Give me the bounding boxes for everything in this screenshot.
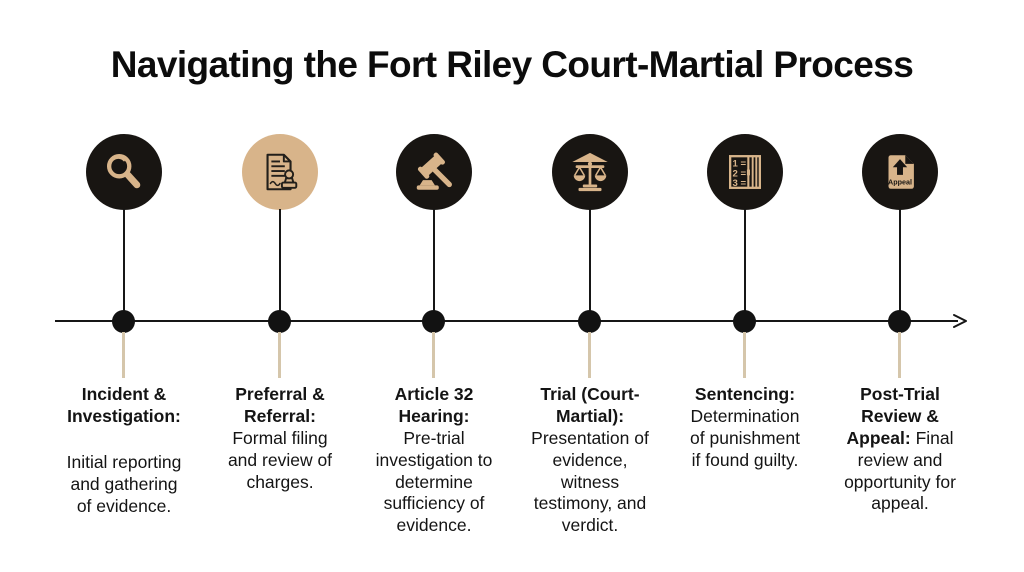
- stage-3-connector-bottom: [432, 332, 435, 378]
- stage-4-title: Trial (Court-Martial):: [540, 384, 640, 426]
- appeal-label: Appeal: [888, 178, 912, 186]
- stage-4-connector-bottom: [588, 332, 591, 378]
- stage-2-title: Preferral & Referral:: [235, 384, 325, 426]
- stage-2-text: Preferral & Referral: Formal filing and …: [221, 384, 339, 493]
- magnifying-glass-icon: [101, 149, 147, 195]
- stage-3-icon-circle: [396, 134, 472, 210]
- sentencing-number-1: 1 =: [733, 159, 747, 170]
- stage-2-timeline-dot: [268, 310, 291, 333]
- stage-3-text: Article 32 Hearing: Pre-trial investigat…: [368, 384, 500, 537]
- stage-5-text: Sentencing: Determination of punishment …: [688, 384, 802, 472]
- stage-4-icon-circle: [552, 134, 628, 210]
- stage-2-icon-circle: [242, 134, 318, 210]
- sentencing-number-2: 2 =: [733, 168, 747, 179]
- stage-3-title: Article 32 Hearing:: [394, 384, 474, 426]
- stage-5-title: Sentencing:: [694, 384, 796, 404]
- stage-5-connector-bottom: [743, 332, 746, 378]
- stage-2-connector-bottom: [278, 332, 281, 378]
- stage-6-connector-bottom: [898, 332, 901, 378]
- stage-2-connector-top: [279, 209, 281, 321]
- stage-2-body: Formal filing and review of charges.: [227, 427, 333, 492]
- stage-1-connector-top: [123, 209, 125, 321]
- stage-6-icon-circle: Appeal: [862, 134, 938, 210]
- stage-3-body: Pre-trial investigation to determine suf…: [375, 427, 493, 536]
- stage-5-timeline-dot: [733, 310, 756, 333]
- stage-4-text: Trial (Court-Martial): Presentation of e…: [529, 384, 651, 537]
- stage-1-title: Incident & Investigation:: [67, 384, 181, 426]
- timeline-arrowhead-icon: [950, 312, 970, 330]
- stage-1-icon-circle: [86, 134, 162, 210]
- sentence-list-jail-icon: 1 = 2 = 3 =: [722, 149, 768, 195]
- stage-1-body: Initial reporting and gathering of evide…: [66, 451, 182, 516]
- stage-3-timeline-dot: [422, 310, 445, 333]
- page-title: Navigating the Fort Riley Court-Martial …: [110, 44, 914, 85]
- stage-5-connector-top: [744, 209, 746, 321]
- stage-4-body: Presentation of evidence, witness testim…: [531, 427, 649, 536]
- stage-5-icon-circle: 1 = 2 = 3 =: [707, 134, 783, 210]
- stage-6-title: Post-Trial Review & Appeal:: [846, 384, 940, 448]
- stage-4-timeline-dot: [578, 310, 601, 333]
- stage-1-timeline-dot: [112, 310, 135, 333]
- stage-1-text: Incident & Investigation: Initial report…: [66, 384, 182, 517]
- stage-3-connector-top: [433, 209, 435, 321]
- stage-6-connector-top: [899, 209, 901, 321]
- stage-5-body: Determination of punishment if found gui…: [690, 405, 800, 470]
- stage-6-body: Final review and opportunity for appeal.: [844, 427, 956, 514]
- appeal-document-icon: Appeal: [877, 149, 923, 195]
- scales-of-justice-icon: [567, 149, 613, 195]
- gavel-icon: [411, 149, 457, 195]
- sentencing-number-3: 3 =: [733, 178, 747, 189]
- timeline-axis: [55, 320, 958, 322]
- stage-6-text: Post-Trial Review & Appeal: Final review…: [836, 384, 964, 515]
- document-stamp-icon: [257, 149, 303, 195]
- stage-4-connector-top: [589, 209, 591, 321]
- stage-6-timeline-dot: [888, 310, 911, 333]
- stage-1-connector-bottom: [122, 332, 125, 378]
